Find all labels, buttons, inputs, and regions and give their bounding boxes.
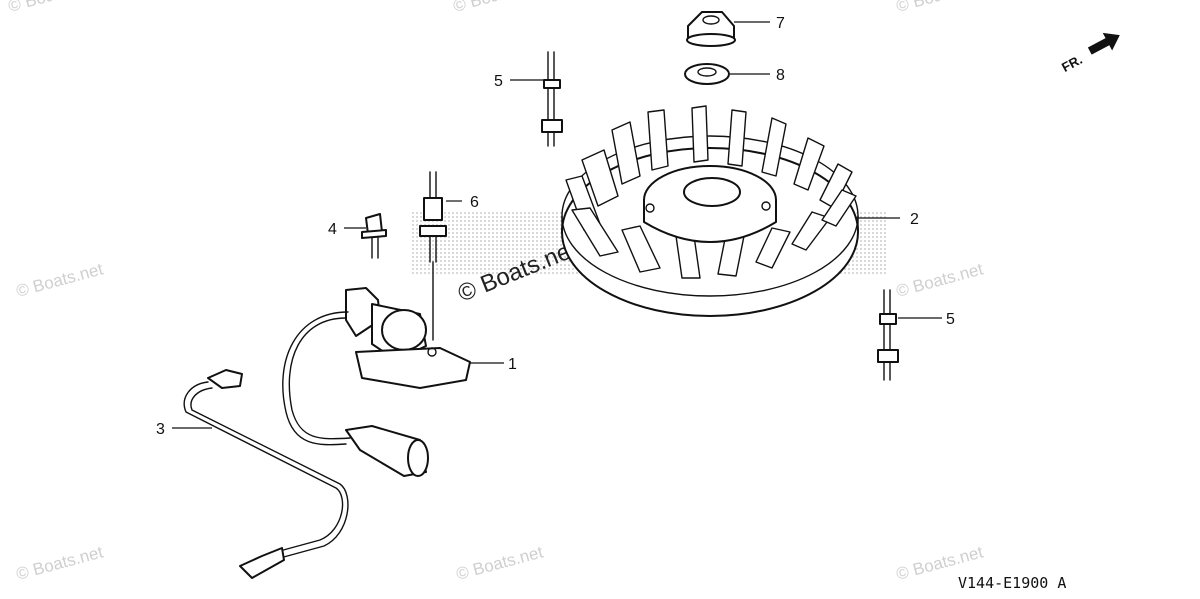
bolt-4 bbox=[361, 213, 387, 259]
callout-5-lower: 5 bbox=[946, 311, 955, 328]
stud-5-lower bbox=[877, 289, 899, 381]
fr-label: FR. bbox=[1059, 52, 1085, 75]
arrow-right-icon bbox=[1087, 32, 1120, 55]
watermark-2: © Boats.net bbox=[451, 0, 542, 16]
leader-lines bbox=[172, 21, 942, 429]
front-direction-indicator: FR. bbox=[1059, 32, 1120, 75]
callout-5-upper: 5 bbox=[494, 73, 503, 90]
drawing-code: V144-E1900 A bbox=[958, 574, 1066, 592]
callout-8: 8 bbox=[776, 67, 785, 84]
callout-7: 7 bbox=[776, 15, 785, 32]
ignition-coil bbox=[282, 287, 471, 477]
callout-2: 2 bbox=[910, 211, 919, 228]
watermark-5: © Boats.net bbox=[894, 259, 985, 300]
stud-5-upper bbox=[541, 51, 563, 147]
watermark-3: © Boats.net bbox=[894, 0, 985, 16]
callout-1: 1 bbox=[508, 356, 517, 373]
flange-nut bbox=[686, 11, 736, 47]
stop-wire bbox=[183, 369, 349, 579]
callout-3: 3 bbox=[156, 421, 165, 438]
flywheel bbox=[561, 105, 859, 317]
watermark-4: © Boats.net bbox=[14, 259, 105, 300]
watermark-6: © Boats.net bbox=[14, 542, 105, 583]
callout-6: 6 bbox=[470, 194, 479, 211]
stud-6 bbox=[419, 171, 447, 341]
callout-4: 4 bbox=[328, 221, 337, 238]
washer bbox=[684, 63, 730, 85]
watermark-7: © Boats.net bbox=[454, 542, 545, 583]
callouts: 1 2 3 4 5 5 6 7 8 bbox=[156, 15, 955, 438]
watermark-1: © Boats.net bbox=[6, 0, 97, 16]
